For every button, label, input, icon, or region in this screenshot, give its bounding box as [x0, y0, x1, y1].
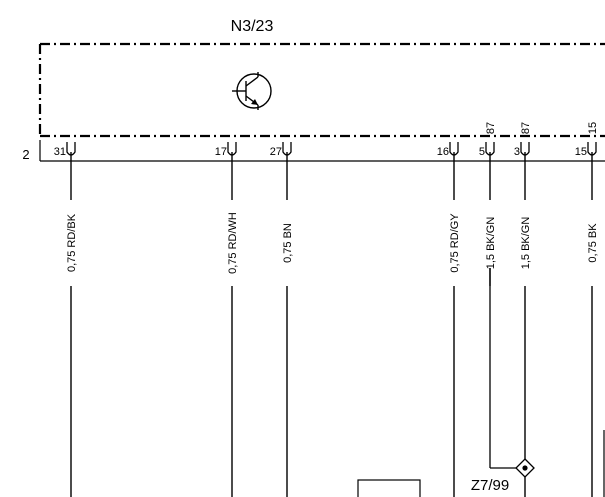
wire-pin-16: 16 0,75 RD/GY: [437, 142, 461, 497]
pins-layer: 31 0,75 RD/BK 17 0,75 RD/WH 27 0,75 BN 16 0,75 …: [54, 122, 599, 497]
wire-label: 0,75 RD/WH: [227, 212, 239, 274]
pin-number: 15: [575, 146, 587, 158]
wire-pin-17: 17 0,75 RD/WH: [215, 142, 239, 497]
pin-number: 5: [479, 146, 485, 158]
wire-label: 0,75 RD/BK: [66, 213, 78, 272]
splice-label: Z7/99: [471, 477, 509, 494]
pin-number: 27: [270, 146, 282, 158]
splice-point: [489, 268, 535, 478]
wire-label: 1,5 BK/GN: [485, 217, 497, 270]
module-housing: [38, 42, 605, 138]
pin-number: 31: [54, 146, 66, 158]
pin-number: 16: [437, 146, 449, 158]
wire-pin-27: 27 0,75 BN: [270, 142, 294, 497]
pin-number: 3: [514, 146, 520, 158]
pin-top-label: 87: [520, 122, 532, 134]
pin-top-label: 87: [485, 122, 497, 134]
pin-top-label: 15: [587, 122, 599, 134]
connector-number: 2: [22, 147, 29, 162]
wire-pin-5: 587 1,5 BK/GN: [479, 122, 497, 286]
transistor-icon: [232, 72, 272, 110]
connector-bar: [39, 140, 605, 162]
wire-label: 0,75 BN: [282, 223, 294, 263]
wire-pin-3: 387 1,5 BK/GN: [514, 122, 532, 497]
wire-pin-31: 31 0,75 RD/BK: [54, 142, 78, 497]
wire-label: 0,75 RD/GY: [449, 213, 461, 273]
module-label: N3/23: [231, 18, 274, 35]
wire-label: 0,75 BK: [587, 223, 599, 263]
wire-label: 1,5 BK/GN: [520, 217, 532, 270]
component-box: [357, 479, 421, 497]
pin-number: 17: [215, 146, 227, 158]
